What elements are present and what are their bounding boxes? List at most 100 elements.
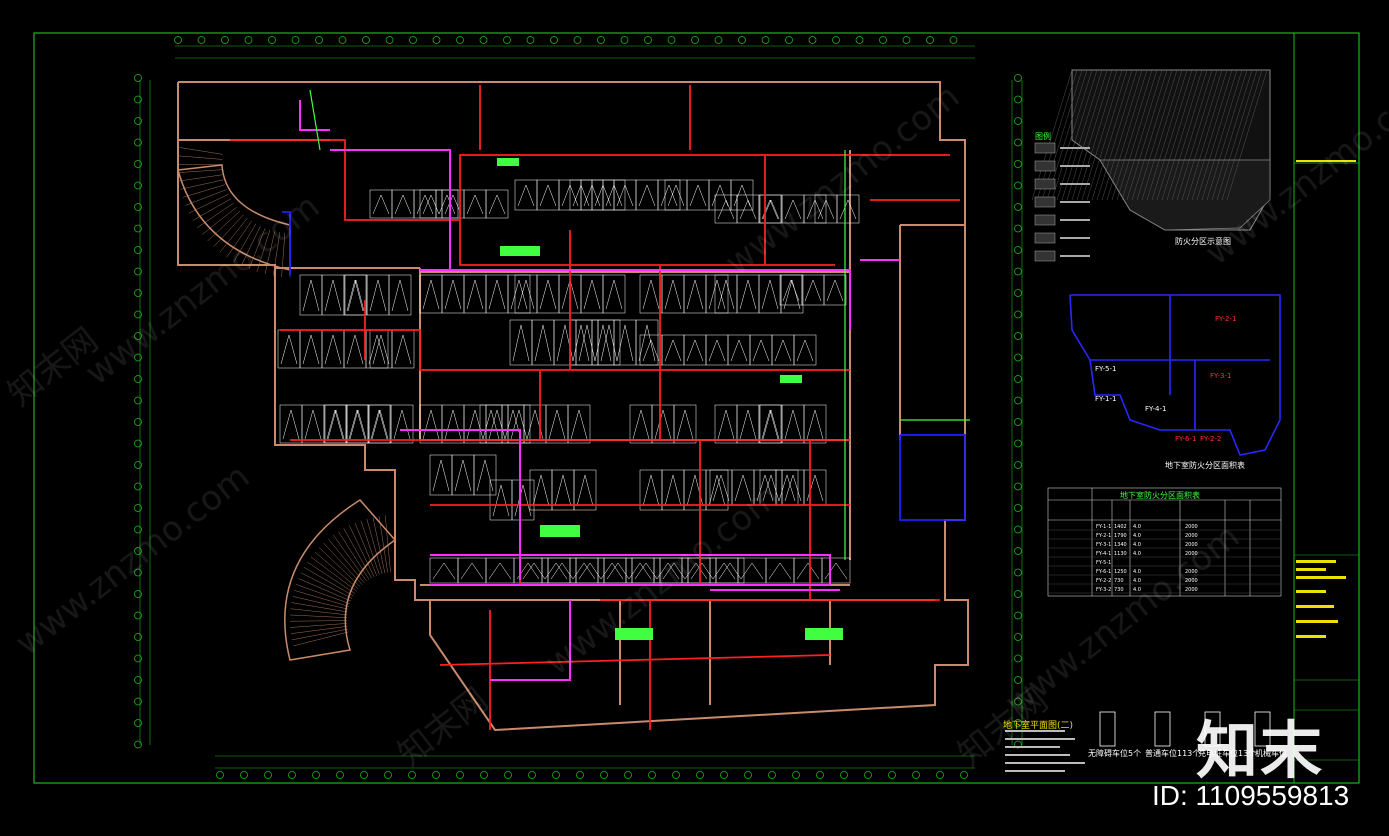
- ramp-line: [178, 169, 223, 173]
- axis-bubble: [1014, 74, 1022, 82]
- parking-marking: [814, 474, 824, 502]
- parking-marking: [310, 334, 320, 365]
- parking-marking: [624, 184, 634, 207]
- axis-bubble: [384, 771, 392, 779]
- parking-marking: [656, 562, 669, 580]
- parking-marking: [762, 474, 772, 502]
- parking-marking: [720, 474, 730, 502]
- key-plan-hatch: [1146, 69, 1188, 201]
- parking-marking: [608, 324, 618, 362]
- parking-marking: [812, 279, 822, 302]
- table-cell: 1340: [1114, 542, 1127, 548]
- parking-marking: [580, 184, 590, 207]
- ramp-line: [290, 608, 348, 616]
- parking-marking: [686, 474, 696, 507]
- parking-marking: [761, 279, 771, 310]
- axis-bubble: [432, 36, 441, 44]
- parking-marking: [376, 334, 386, 365]
- parking-marking: [733, 184, 743, 207]
- parking-stall: [457, 557, 487, 584]
- parking-marking: [430, 279, 440, 310]
- table-cell: 1790: [1114, 533, 1127, 539]
- key-plan-hatch: [1136, 69, 1178, 201]
- ramp-line: [366, 518, 383, 574]
- key-plan-hatch: [1066, 69, 1108, 201]
- parking-marking: [332, 279, 342, 312]
- parking-marking: [416, 194, 426, 215]
- axis-bubble: [264, 771, 272, 779]
- parking-marking: [347, 279, 357, 312]
- parking-marking: [354, 334, 364, 365]
- parking-marking: [346, 279, 356, 312]
- parking-stall: [531, 319, 555, 366]
- axis-bubble: [432, 771, 440, 779]
- axis-bubble: [528, 771, 536, 779]
- parking-marking: [646, 324, 656, 362]
- parking-marking: [591, 279, 601, 310]
- axis-bubble: [816, 771, 824, 779]
- parking-marking: [642, 474, 652, 507]
- note-standard-parking: 普通车位113个: [1145, 749, 1201, 758]
- table-cell: 1130: [1114, 551, 1127, 557]
- legend-title: 图例: [1035, 132, 1051, 141]
- parking-marking: [583, 562, 596, 580]
- parking-marking: [561, 184, 571, 207]
- axis-bubble: [738, 36, 746, 44]
- parking-stall: [613, 319, 637, 366]
- parking-stall: [673, 404, 697, 444]
- parking-marking: [606, 562, 619, 580]
- ramp-line: [328, 538, 365, 584]
- parking-marking: [430, 194, 440, 215]
- parking-stall: [485, 557, 515, 584]
- zone-label-2: FY-2-1: [1215, 315, 1237, 323]
- parking-marking: [561, 562, 574, 580]
- key-plan-hatch: [1061, 69, 1103, 201]
- parking-marking: [572, 324, 582, 362]
- parking-marking: [664, 279, 674, 310]
- axis-bubble: [134, 117, 142, 125]
- axis-bubble: [573, 36, 582, 44]
- parking-marking: [779, 562, 792, 580]
- key-plan-hatch: [1221, 69, 1263, 201]
- parking-marking: [379, 409, 389, 440]
- axis-bubble: [1014, 181, 1022, 190]
- key-plan-hatch: [1206, 69, 1248, 201]
- ramp-line: [354, 522, 377, 576]
- axis-bubble: [134, 224, 142, 233]
- parking-marking: [673, 562, 686, 580]
- axis-bubble: [1014, 482, 1022, 491]
- symbol-legend: [1099, 711, 1271, 747]
- axis-bubble: [216, 771, 224, 779]
- parking-marking: [460, 562, 473, 580]
- zone-label-4: FY-4-1: [1145, 405, 1167, 413]
- parking-marking: [668, 184, 678, 207]
- legend-text-stub: [1060, 201, 1090, 203]
- parking-marking: [594, 184, 604, 207]
- axis-bubble: [597, 36, 605, 44]
- axis-bubble: [134, 396, 142, 405]
- parking-marking: [578, 324, 588, 362]
- parking-stall: [765, 557, 795, 584]
- parking-marking: [372, 334, 382, 365]
- parking-marking: [534, 409, 544, 440]
- table-cell: 2000: [1185, 533, 1198, 539]
- table-cell: 730: [1114, 578, 1124, 584]
- parking-marking: [499, 562, 512, 580]
- ramp-line: [298, 578, 351, 602]
- parking-marking: [591, 184, 601, 207]
- axis-bubble: [268, 36, 276, 44]
- axis-bubble: [1014, 203, 1022, 211]
- ramp-line: [291, 628, 348, 641]
- parking-marking: [701, 562, 714, 580]
- parking-marking: [518, 409, 528, 440]
- parking-marking: [500, 484, 510, 517]
- axis-bubble: [1014, 289, 1022, 297]
- parking-marking: [368, 334, 378, 365]
- parking-marking: [639, 562, 652, 580]
- axis-bubble: [840, 771, 848, 779]
- parking-marking: [349, 409, 359, 440]
- parking-marking: [782, 279, 792, 302]
- axis-bubble: [288, 771, 296, 779]
- parking-marking: [555, 562, 568, 580]
- parking-marking: [310, 279, 320, 312]
